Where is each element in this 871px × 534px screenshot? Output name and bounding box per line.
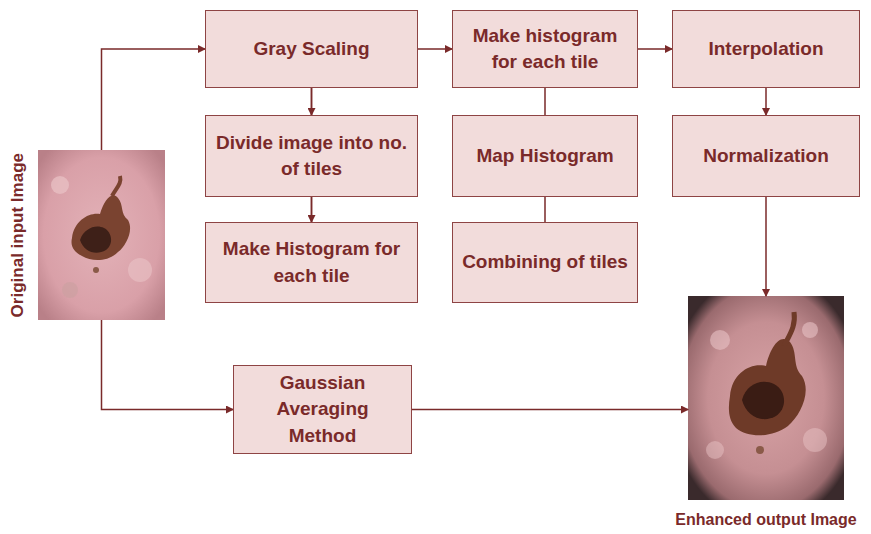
process-box: Make Histogram for each tile (205, 222, 418, 303)
flow-arrow (765, 88, 767, 115)
process-box: Make histogram for each tile (452, 10, 638, 88)
flow-arrow (412, 409, 688, 411)
process-box: Normalization (672, 115, 860, 197)
image-node: Enhanced output Image (688, 296, 844, 500)
image-caption: Original input Image (8, 153, 28, 317)
box-label: Divide image into no. of tiles (214, 130, 409, 182)
box-label: Gaussian Averaging Method (242, 370, 403, 449)
process-box: Interpolation (672, 10, 860, 88)
box-label: Make histogram for each tile (461, 23, 629, 75)
box-label: Make Histogram for each tile (214, 236, 409, 288)
box-label: Interpolation (708, 36, 823, 62)
flow-arrow (765, 197, 767, 296)
process-box: Gray Scaling (205, 10, 418, 88)
box-label: Combining of tiles (462, 249, 628, 275)
image-node: Original input Image (38, 150, 165, 320)
flow-arrow (102, 49, 206, 150)
process-box: Map Histogram (452, 115, 638, 197)
output-image (688, 296, 844, 500)
box-label: Gray Scaling (253, 36, 369, 62)
flow-arrow (102, 320, 234, 410)
input-image (38, 150, 165, 320)
process-box: Gaussian Averaging Method (233, 365, 412, 454)
process-box: Combining of tiles (452, 222, 638, 303)
process-box: Divide image into no. of tiles (205, 115, 418, 197)
box-label: Normalization (703, 143, 829, 169)
box-label: Map Histogram (476, 143, 613, 169)
image-caption: Enhanced output Image (675, 510, 856, 529)
